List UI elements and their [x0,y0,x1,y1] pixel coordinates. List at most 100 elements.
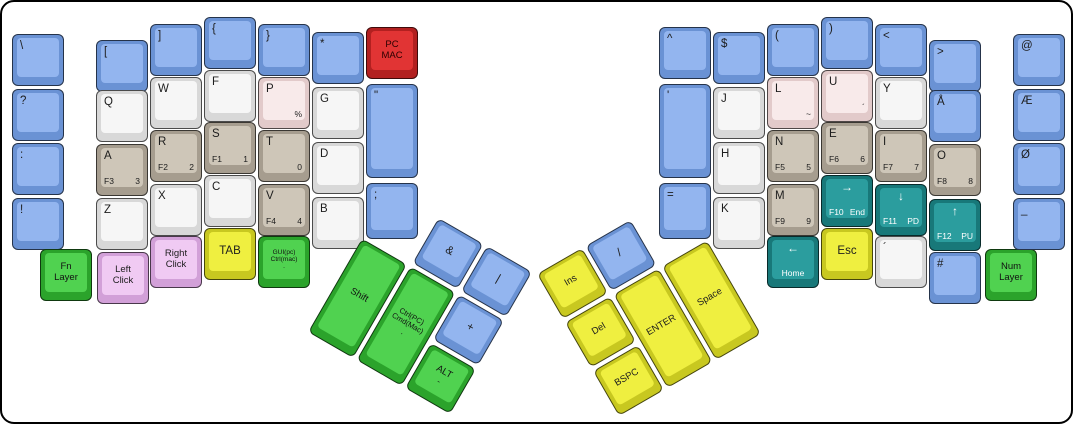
key-pc-mac[interactable]: PC MAC [366,27,418,79]
key-label: Esc [837,245,857,258]
key-sublabel-right: 4 [297,215,302,226]
key-exclamation[interactable]: ! [12,198,64,250]
key-label: X [158,190,166,202]
key-sublabel-left: F2 [158,161,168,172]
key-sublabel-left: F3 [104,175,114,186]
key-gui-ctrl[interactable]: GUI(pc) Ctrl(mac) . [258,236,310,288]
key-asterisk[interactable]: * [312,32,364,84]
keycap-top: + [441,300,498,356]
key-f[interactable]: F [204,70,256,122]
key-semicolon[interactable]: ; [366,183,418,239]
key-less-than[interactable]: < [875,24,927,76]
key-left-paren[interactable]: ( [767,24,819,76]
key-g[interactable]: G [312,87,364,139]
key-sublabel-left: F11 [883,215,898,226]
key-double-quote[interactable]: " [366,84,418,178]
key-j[interactable]: J [713,87,765,139]
keycap-top: } [263,28,305,67]
key-label: GUI(pc) Ctrl(mac) . [270,248,298,271]
key-d[interactable]: D [312,142,364,194]
key-right-brace[interactable]: } [258,24,310,76]
keycap-top: : [17,147,59,186]
key-home[interactable]: ←Home [767,236,819,288]
key-question[interactable]: ? [12,89,64,141]
key-l[interactable]: L~ [767,77,819,129]
key-label: K [721,203,729,215]
keycap-top: * [317,36,359,75]
key-oslash[interactable]: Ø [1013,143,1065,195]
key-p[interactable]: P% [258,77,310,129]
key-sublabel-right: 1 [243,153,248,164]
key-label: _ [1021,204,1028,216]
key-apostrophe[interactable]: ' [659,84,711,178]
key-fn-layer[interactable]: Fn Layer [40,249,92,301]
keycap-top: B [317,201,359,240]
key-b[interactable]: B [312,197,364,249]
key-label: D [320,148,329,160]
key-esc[interactable]: Esc [821,228,873,280]
key-underscore[interactable]: _ [1013,198,1065,250]
key-sublabel-center: . [399,326,407,337]
key-right-paren[interactable]: ) [821,17,873,69]
key-right-bracket[interactable]: ] [150,24,202,76]
key-ae[interactable]: Æ [1013,89,1065,141]
keycap-top: J [718,91,760,130]
key-label: → [841,180,853,194]
key-k[interactable]: K [713,197,765,249]
key-equals[interactable]: = [659,183,711,239]
key-tab[interactable]: TAB [204,228,256,280]
keycap-top: ] [155,28,197,67]
key-label: [ [104,46,108,58]
key-left-bracket[interactable]: [ [96,40,148,92]
key-backslash[interactable]: \ [12,34,64,86]
key-left-brace[interactable]: { [204,17,256,69]
key-u[interactable]: U´ [821,70,873,122]
key-c[interactable]: C [204,175,256,227]
key-right-click[interactable]: Right Click [150,236,202,288]
key-caret[interactable]: ^ [659,27,711,79]
keycap-top: F [209,74,251,113]
key-x[interactable]: X [150,184,202,236]
key-label: > [937,46,944,58]
key-label: { [212,23,216,35]
key-left-click[interactable]: Left Click [97,252,149,304]
key-q[interactable]: Q [96,90,148,142]
key-label: | [493,273,503,285]
key-w[interactable]: W [150,77,202,129]
keycap-top: ; [371,187,413,230]
key-label: Shift [348,285,371,305]
key-hash[interactable]: # [929,252,981,304]
key-num-layer[interactable]: Num Layer [985,249,1037,301]
key-dollar[interactable]: $ [713,32,765,84]
key-acute[interactable]: ´ [875,236,927,288]
key-h[interactable]: H [713,142,765,194]
keycap-top: GUI(pc) Ctrl(mac) . [263,240,305,279]
key-label: T [266,136,274,148]
key-greater-than[interactable]: > [929,40,981,92]
keycap-top: [ [101,44,143,83]
key-y[interactable]: Y [875,77,927,129]
key-aring[interactable]: Å [929,90,981,142]
key-at[interactable]: @ [1013,34,1065,86]
keycap-top: > [934,44,976,83]
key-z[interactable]: Z [96,198,148,250]
key-label: # [937,258,944,270]
key-label: Ø [1021,149,1030,161]
key-colon[interactable]: : [12,143,64,195]
key-label: R [158,136,167,148]
